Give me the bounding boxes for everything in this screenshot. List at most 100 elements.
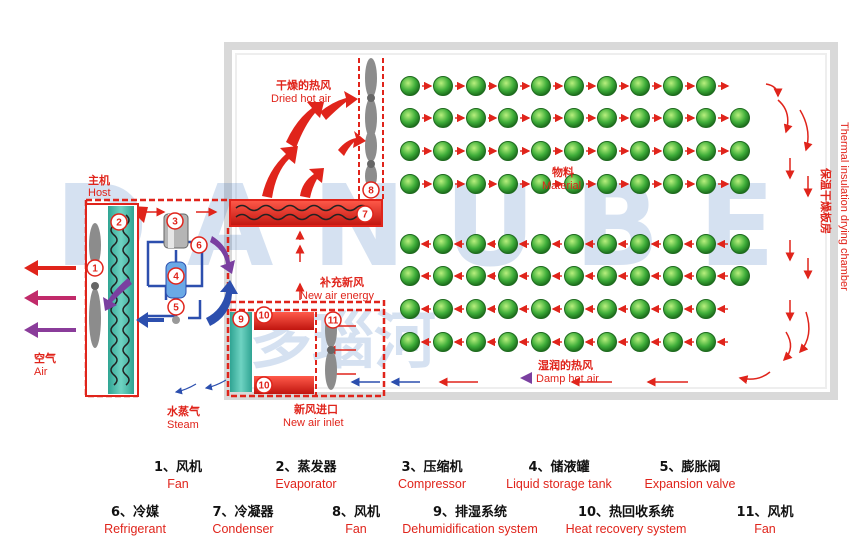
material-ball <box>597 299 617 319</box>
svg-text:9、排湿系统: 9、排湿系统 <box>433 504 507 520</box>
svg-text:5: 5 <box>173 303 179 314</box>
material-ball <box>663 332 683 352</box>
svg-text:8、风机: 8、风机 <box>332 504 380 520</box>
material-label-en: Material <box>542 180 581 192</box>
svg-text:Fan: Fan <box>754 522 776 536</box>
component-markers: 1 2 3 4 5 6 7 8 9 10 10 11 <box>86 181 380 394</box>
host-label-cn: 主机 <box>88 173 110 187</box>
material-ball <box>663 174 683 194</box>
new-air-energy-label-cn: 补充新风 <box>319 275 364 289</box>
svg-text:3、压缩机: 3、压缩机 <box>401 459 462 475</box>
material-ball <box>498 141 518 161</box>
marker-9: 9 <box>232 310 250 328</box>
svg-text:9: 9 <box>238 315 244 326</box>
steam-label-en: Steam <box>167 419 199 431</box>
material-ball <box>531 234 551 254</box>
material-ball <box>531 299 551 319</box>
damp-hot-air-label-cn: 湿润的热风 <box>538 358 593 372</box>
air-label-cn: 空气 <box>34 351 56 365</box>
dried-hot-air-arrows <box>124 91 366 244</box>
material-ball <box>400 332 420 352</box>
svg-text:Condenser: Condenser <box>212 522 273 536</box>
svg-text:6: 6 <box>196 241 202 252</box>
material-ball <box>400 174 420 194</box>
svg-text:Expansion valve: Expansion valve <box>644 477 735 491</box>
new-air-inlet-label-en: New air inlet <box>283 417 344 429</box>
svg-text:Compressor: Compressor <box>398 477 466 491</box>
material-ball <box>597 141 617 161</box>
material-ball <box>696 234 716 254</box>
material-ball <box>663 108 683 128</box>
material-ball <box>400 141 420 161</box>
material-ball <box>564 332 584 352</box>
svg-text:7、冷凝器: 7、冷凝器 <box>212 504 274 520</box>
material-ball <box>564 299 584 319</box>
marker-1: 1 <box>86 259 104 277</box>
material-ball <box>400 108 420 128</box>
material-ball <box>696 141 716 161</box>
marker-2: 2 <box>110 213 128 231</box>
dried-hot-air-label-cn: 干燥的热风 <box>276 78 331 92</box>
material-ball <box>564 108 584 128</box>
svg-text:7: 7 <box>362 210 368 221</box>
material-ball <box>531 266 551 286</box>
material-ball <box>630 141 650 161</box>
material-ball <box>400 266 420 286</box>
svg-text:3: 3 <box>172 217 178 228</box>
material-ball <box>531 141 551 161</box>
purple-arrow-host <box>103 278 132 311</box>
svg-text:4: 4 <box>173 272 179 283</box>
svg-text:5、膨胀阀: 5、膨胀阀 <box>659 459 720 475</box>
material-ball <box>696 266 716 286</box>
material-ball <box>498 76 518 96</box>
svg-text:11、风机: 11、风机 <box>736 504 793 520</box>
material-ball <box>597 332 617 352</box>
return-airflow-arrows <box>738 83 813 385</box>
damp-hot-air-label-en: Damp hot air <box>536 373 599 385</box>
material-label-cn: 物料 <box>552 165 574 179</box>
fan-8-icon <box>358 58 384 200</box>
material-ball <box>696 332 716 352</box>
material-ball <box>564 266 584 286</box>
material-ball <box>730 266 750 286</box>
svg-text:Fan: Fan <box>167 477 189 491</box>
material-ball <box>630 266 650 286</box>
material-ball <box>433 76 453 96</box>
material-ball <box>531 332 551 352</box>
material-ball <box>433 299 453 319</box>
material-ball <box>400 76 420 96</box>
legend-item-3: 3、压缩机 Compressor <box>398 459 466 491</box>
steam-label-cn: 水蒸气 <box>167 404 200 418</box>
material-ball <box>630 76 650 96</box>
marker-8: 8 <box>362 181 380 199</box>
material-ball <box>466 174 486 194</box>
svg-text:6、冷媒: 6、冷媒 <box>111 504 160 520</box>
material-ball <box>466 108 486 128</box>
dried-hot-air-label-en: Dried hot air <box>271 93 331 105</box>
refrigerant-arrow-right <box>206 280 238 326</box>
material-ball <box>630 234 650 254</box>
svg-text:1: 1 <box>92 264 98 275</box>
material-ball <box>564 174 584 194</box>
material-ball <box>433 174 453 194</box>
steam-arrows <box>174 379 227 395</box>
material-ball <box>498 299 518 319</box>
chamber-label-en: Thermal insulation drying chamber <box>838 122 850 291</box>
host-label-en: Host <box>88 187 111 199</box>
legend-item-5: 5、膨胀阀 Expansion valve <box>644 459 735 491</box>
svg-text:11: 11 <box>328 316 339 327</box>
material-ball <box>663 76 683 96</box>
svg-text:8: 8 <box>368 186 374 197</box>
material-ball <box>466 76 486 96</box>
svg-text:10: 10 <box>258 311 270 322</box>
svg-text:2、蒸发器: 2、蒸发器 <box>275 459 337 475</box>
material-ball <box>498 332 518 352</box>
marker-7: 7 <box>356 205 374 223</box>
